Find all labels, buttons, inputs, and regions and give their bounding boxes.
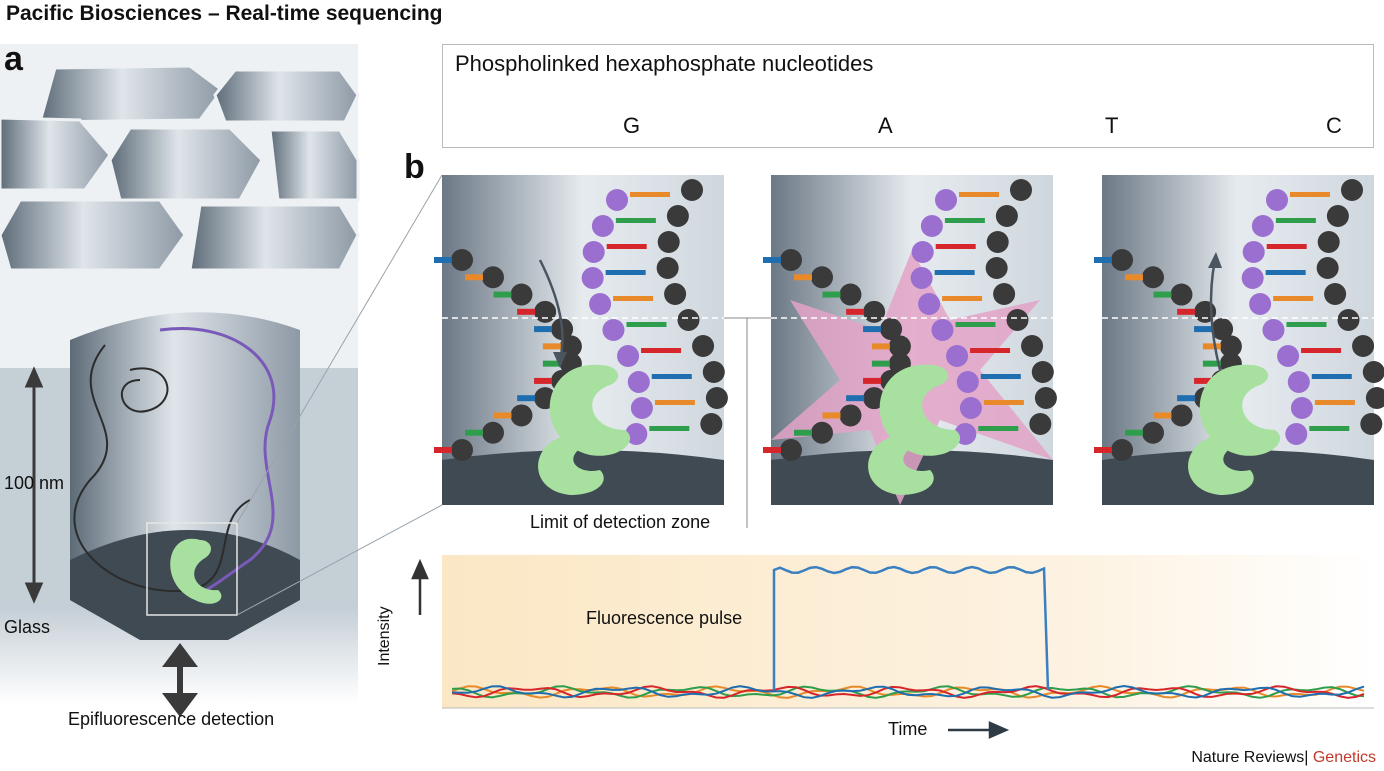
detection-label: Epifluorescence detection <box>68 709 275 729</box>
time-arrow <box>948 721 1010 739</box>
time-label: Time <box>888 719 928 739</box>
scale-arrow <box>24 366 44 604</box>
pulse-trace <box>772 565 1050 691</box>
panel-b-label: b <box>404 148 425 186</box>
fluorescence-traces <box>451 565 1365 699</box>
detection-zone-label: Limit of detection zone <box>530 512 711 532</box>
legend-letter-g: G <box>623 113 641 138</box>
trace-background <box>442 555 1374 708</box>
credit-journal: Nature Reviews <box>1191 749 1305 766</box>
credit-section: Genetics <box>1312 749 1376 766</box>
scale-label: 100 nm <box>4 473 65 493</box>
noise-trace <box>451 684 1365 699</box>
dna-frame-3 <box>1094 179 1384 461</box>
noise-trace <box>451 685 1365 699</box>
figure-title: Pacific Biosciences – Real-time sequenci… <box>6 2 443 25</box>
pulse-label: Fluorescence pulse <box>586 608 743 628</box>
nucleotide-legend: Phospholinked hexaphosphate nucleotides … <box>442 44 1374 148</box>
legend-title: Phospholinked hexaphosphate nucleotides <box>455 51 874 76</box>
dna-frame-1 <box>434 179 728 461</box>
journal-credit: Nature Reviews| Genetics <box>1191 749 1376 766</box>
glass-label: Glass <box>4 617 51 637</box>
detection-arrow <box>162 643 198 717</box>
zmw-array <box>0 64 360 272</box>
legend-letter-t: T <box>1105 113 1119 138</box>
intensity-arrow <box>411 558 429 615</box>
panel-a-label: a <box>4 40 23 78</box>
polymerase <box>170 538 222 604</box>
intensity-label: Intensity <box>376 606 393 666</box>
polymerase-zoom-box <box>146 522 238 616</box>
legend-letter-c: C <box>1326 113 1342 138</box>
legend-letter-a: A <box>878 113 893 138</box>
